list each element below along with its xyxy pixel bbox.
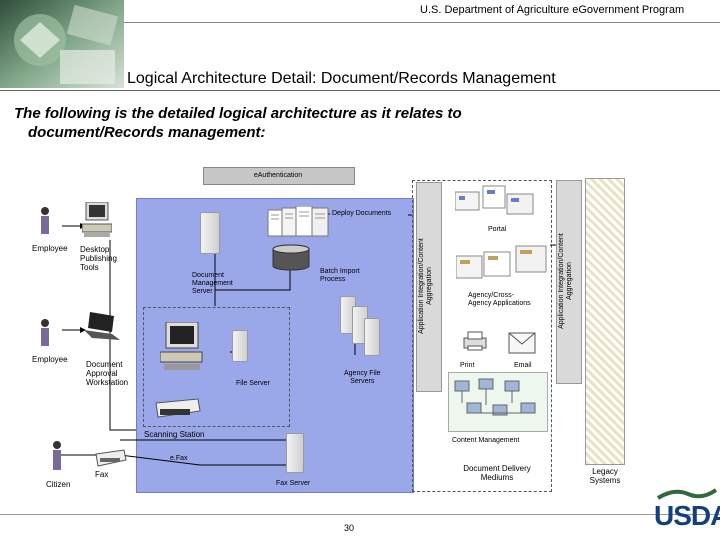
- laptop-icon: [84, 312, 120, 342]
- portal-screenshot: [455, 184, 535, 220]
- integration-bar-2: [556, 180, 582, 384]
- scanner-icon: [152, 395, 202, 421]
- printer-icon: [462, 330, 488, 352]
- workstation-zone: [143, 307, 290, 427]
- header-rule: [124, 22, 720, 23]
- portal-label: Portal: [488, 226, 507, 233]
- employee-2-icon: [38, 318, 52, 348]
- fax-label: Fax: [95, 470, 109, 479]
- document-management-server-label: Document Management Server: [192, 272, 233, 295]
- database-icon: [272, 244, 310, 272]
- footer-rule: [0, 514, 720, 515]
- approval-workstation-icon: [160, 322, 206, 372]
- agency-file-servers-label: Agency File Servers: [344, 370, 381, 385]
- email-label: Email: [514, 362, 532, 369]
- legacy-systems-column: [585, 178, 625, 465]
- agency-applications-label: Agency/Cross- Agency Applications: [468, 292, 531, 307]
- banner-image: [0, 0, 124, 88]
- desktop-computer-icon: [82, 202, 112, 238]
- legacy-label: Legacy Systems: [589, 467, 621, 485]
- fax-server-label: Fax Server: [276, 480, 311, 487]
- eauthentication-box: [203, 167, 355, 185]
- intro-line-1: The following is the detailed logical ar…: [14, 105, 462, 122]
- citizen-icon: [50, 440, 64, 472]
- document-approval-label: Document Approval Workstation: [86, 360, 129, 387]
- page-title: Logical Architecture Detail: Document/Re…: [127, 70, 556, 87]
- intro-line-2: document/Records management:: [28, 124, 266, 141]
- file-server-label: File Server: [236, 380, 270, 387]
- fax-server-icon: [286, 433, 304, 473]
- employee-1-icon: [38, 206, 52, 236]
- scanning-station-label: Scanning Station: [144, 430, 205, 439]
- content-management-label: Content Management: [452, 437, 520, 444]
- fax-machine-icon: [94, 448, 128, 468]
- usda-logo: USDA: [654, 486, 720, 536]
- document-stack-icon: [266, 206, 332, 240]
- employee-2-label: Employee: [32, 355, 68, 364]
- page-number: 30: [344, 523, 355, 533]
- portal-region: [412, 180, 552, 492]
- email-icon: [508, 332, 536, 354]
- document-delivery-label: Document Delivery Mediums: [463, 464, 531, 482]
- eauthentication-label: eAuthentication: [253, 172, 303, 179]
- agency-file-server-3: [364, 318, 380, 356]
- print-label: Print: [460, 362, 475, 369]
- employee-1-label: Employee: [32, 244, 68, 253]
- title-rule: [0, 90, 720, 91]
- integration-bar-1: [416, 182, 442, 392]
- intro-text: The following is the detailed logical ar…: [14, 104, 614, 142]
- citizen-label: Citizen: [46, 480, 71, 489]
- deploy-documents-label: Deploy Documents: [332, 210, 392, 217]
- batch-import-label: Batch Import Process: [320, 268, 360, 283]
- program-title: U.S. Department of Agriculture eGovernme…: [420, 4, 685, 16]
- content-management-graphic: [448, 372, 548, 432]
- desktop-publishing-label: Desktop Publishing Tools: [80, 245, 117, 272]
- agency-applications-screenshot: [456, 242, 548, 286]
- efax-label: e.Fax: [170, 455, 188, 462]
- workstation-server-icon: [232, 330, 248, 362]
- document-management-server-icon: [200, 212, 220, 254]
